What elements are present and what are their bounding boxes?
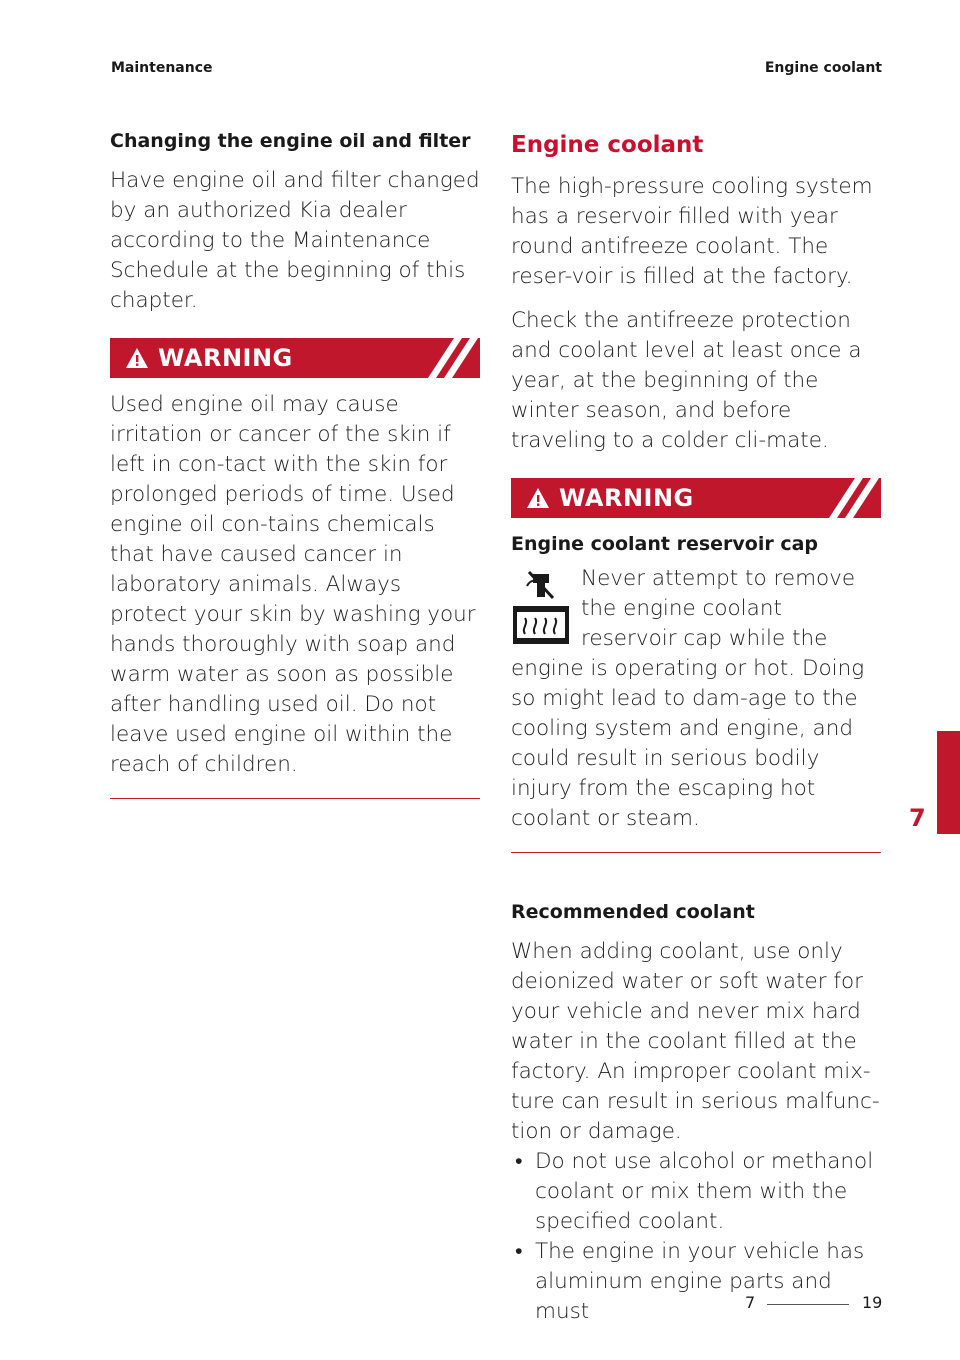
warning-banner: WARNING [110, 338, 480, 378]
left-column: Changing the engine oil and filter Have … [110, 128, 480, 799]
footer-page-number: 19 [862, 1293, 883, 1312]
warning-label: WARNING [559, 484, 694, 512]
chapter-side-tab [937, 731, 960, 834]
warning-end-rule [511, 852, 881, 853]
warning-banner: WARNING [511, 478, 881, 518]
reservoir-cap-warning-text: Never attempt to remove the engine coola… [511, 566, 865, 831]
warning-stripes-graphic [829, 478, 879, 518]
list-item: The engine in your vehicle has aluminum … [511, 1237, 881, 1327]
oil-change-paragraph: Have engine oil and filter changed by an… [110, 168, 480, 313]
oil-change-heading: Changing the engine oil and filter [110, 130, 471, 152]
coolant-check-paragraph: Check the antifreeze protection and cool… [511, 308, 862, 453]
warning-end-rule [110, 798, 480, 799]
warning-triangle-icon [126, 348, 148, 368]
hot-coolant-hazard-icon [513, 570, 569, 644]
running-header-section: Maintenance [111, 60, 213, 76]
section-title: Engine coolant [511, 132, 704, 158]
footer-divider [767, 1304, 849, 1305]
coolant-bullet-list: Do not use alcohol or methanol coolant o… [511, 1147, 881, 1327]
warning-stripes-graphic [428, 338, 478, 378]
reservoir-cap-heading: Engine coolant reservoir cap [511, 533, 819, 555]
footer-chapter-number: 7 [745, 1293, 756, 1312]
running-header-topic: Engine coolant [764, 60, 882, 76]
recommended-coolant-paragraph: When adding coolant, use only deionized … [511, 939, 880, 1144]
recommended-coolant-heading: Recommended coolant [511, 901, 755, 923]
chapter-side-number: 7 [909, 804, 926, 832]
oil-warning-text: Used engine oil may cause irritation or … [110, 392, 476, 777]
list-item: Do not use alcohol or methanol coolant o… [511, 1147, 881, 1237]
right-column: Engine coolant The high-pressure cooling… [511, 128, 881, 1327]
coolant-intro-paragraph: The high-pressure cooling system has a r… [511, 174, 873, 289]
warning-label: WARNING [158, 344, 293, 372]
warning-triangle-icon [527, 488, 549, 508]
